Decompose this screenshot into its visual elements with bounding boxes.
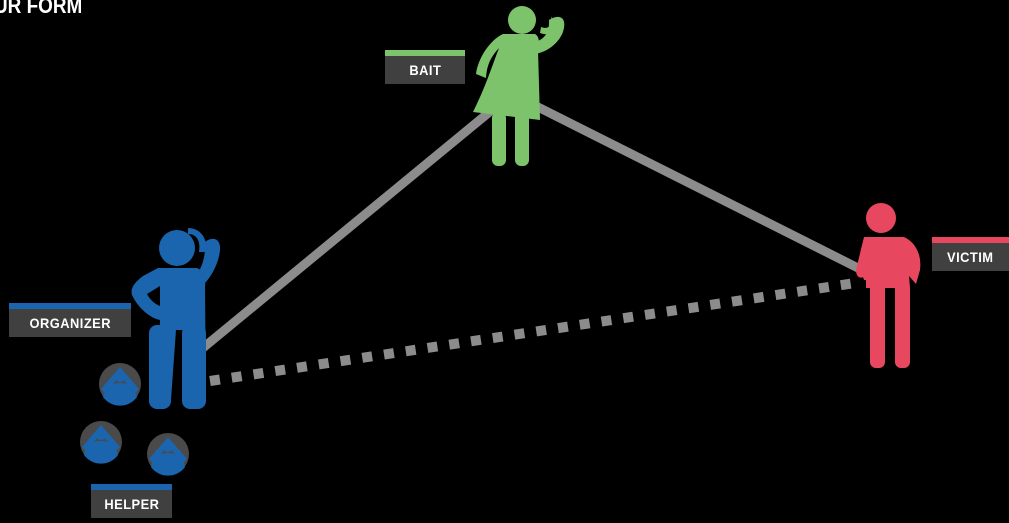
role-tag-accent-bar — [9, 303, 131, 309]
woman-waving-icon — [473, 6, 564, 166]
role-tag-victim: VICTIM — [932, 237, 1009, 271]
role-label-victim: VICTIM — [947, 249, 993, 265]
role-label-bait: BAIT — [409, 62, 441, 78]
connector-organizer-victim-dotted — [210, 283, 855, 381]
role-label-helper: HELPER — [104, 496, 159, 512]
man-on-phone-icon — [132, 228, 221, 409]
page-title: UR FORM — [0, 0, 82, 19]
role-tag-accent-bar — [385, 50, 465, 56]
person-circle-icon — [80, 421, 122, 464]
role-tag-accent-bar — [932, 237, 1009, 243]
connector-organizer-bait — [198, 105, 498, 352]
person-circle-icon — [147, 433, 189, 476]
role-tag-bait: BAIT — [385, 50, 465, 84]
role-tag-organizer: ORGANIZER — [9, 303, 131, 337]
role-tag-accent-bar — [91, 484, 172, 490]
role-tag-helper: HELPER — [91, 484, 172, 518]
person-circle-icon — [99, 363, 141, 406]
connector-bait-victim — [530, 103, 862, 270]
man-standing-icon — [856, 203, 920, 368]
role-label-organizer: ORGANIZER — [29, 315, 110, 331]
